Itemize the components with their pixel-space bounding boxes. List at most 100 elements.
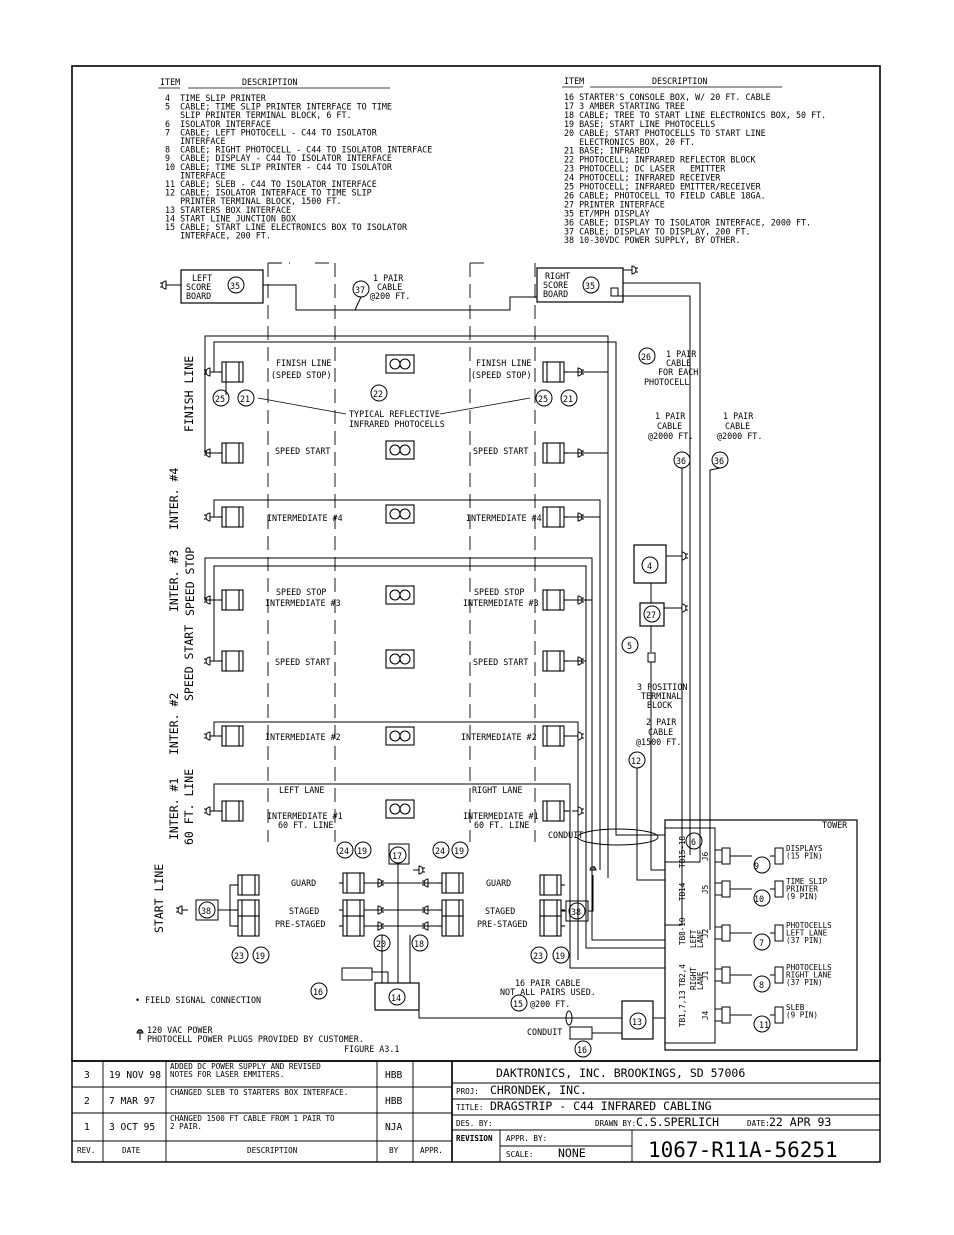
svg-text:INTERMEDIATE #1: INTERMEDIATE #1 — [463, 811, 539, 821]
svg-text:36: 36 — [714, 456, 724, 466]
svg-text:@1500 FT.: @1500 FT. — [636, 737, 681, 747]
svg-text:13: 13 — [632, 1017, 642, 1027]
svg-text:22: 22 — [373, 389, 383, 399]
svg-text:FINISH LINE: FINISH LINE — [182, 356, 196, 432]
item-line: 13 STARTERS BOX INTERFACE — [165, 205, 291, 215]
printer-stack: 4 27 5 — [621, 544, 689, 663]
svg-text:APPR. BY:: APPR. BY: — [506, 1134, 547, 1143]
item-line: 22 PHOTOCELL; INFRARED REFLECTOR BLOCK — [564, 155, 757, 165]
item-line: 7 CABLE; LEFT PHOTOCELL - C44 TO ISOLATO… — [165, 127, 378, 137]
svg-text:STAGED: STAGED — [485, 906, 515, 916]
svg-text:1 PAIR: 1 PAIR — [666, 349, 697, 359]
item-line: 20 CABLE; START PHOTOCELLS TO START LINE — [564, 128, 766, 138]
item-line: 11 CABLE; SLEB - C44 TO ISOLATOR INTERFA… — [165, 179, 377, 189]
svg-text:NJA: NJA — [385, 1122, 403, 1133]
svg-text:25: 25 — [538, 394, 548, 404]
item-line: 18 CABLE; TREE TO START LINE ELECTRONICS… — [564, 110, 826, 120]
svg-text:23: 23 — [533, 951, 543, 961]
svg-text:INTER. #2: INTER. #2 — [167, 693, 181, 755]
callouts: 1 PAIR CABLE @200 FT. 37 26 1 PAIR CABLE… — [135, 273, 848, 1054]
item-line: 12 CABLE; ISOLATOR INTERFACE TO TIME SLI… — [165, 188, 372, 198]
item-header: ITEM — [564, 76, 584, 86]
svg-text:21: 21 — [563, 394, 573, 404]
svg-text:60 FT. LINE: 60 FT. LINE — [474, 820, 529, 830]
item-line: SLIP PRINTER TERMINAL BLOCK, 6 FT. — [165, 110, 352, 120]
starters-box-13: 13 — [569, 1000, 654, 1040]
svg-text:TB8-10: TB8-10 — [678, 917, 687, 945]
svg-text:SPEED STOP: SPEED STOP — [276, 587, 326, 597]
svg-text:NONE: NONE — [558, 1146, 586, 1160]
svg-text:LEFT: LEFT — [689, 929, 698, 948]
item-line: 5 CABLE; TIME SLIP PRINTER INTERFACE TO … — [165, 102, 392, 112]
svg-text:LEFT LANE: LEFT LANE — [279, 785, 324, 795]
svg-text:SCORE: SCORE — [543, 280, 568, 290]
svg-text:2 PAIR: 2 PAIR — [646, 717, 677, 727]
item-line: 23 PHOTOCELL; DC LASER EMITTER — [564, 164, 726, 174]
svg-text:9: 9 — [754, 861, 759, 871]
svg-text:37: 37 — [355, 285, 365, 295]
svg-text:J1: J1 — [701, 970, 710, 980]
svg-text:DES. BY:: DES. BY: — [456, 1119, 493, 1128]
track-lanes — [267, 262, 536, 842]
svg-text:PROJ:: PROJ: — [456, 1087, 479, 1096]
svg-text:CABLE: CABLE — [648, 727, 673, 737]
svg-text:BY: BY — [389, 1146, 399, 1155]
svg-text:LEFT LANE: LEFT LANE — [786, 929, 828, 938]
svg-text:(SPEED STOP): (SPEED STOP) — [271, 370, 332, 380]
svg-text:PHOTOCELL: PHOTOCELL — [644, 377, 689, 387]
junction-box-14: 14 — [341, 967, 420, 1011]
desc-header: DESCRIPTION — [242, 77, 297, 87]
svg-text:INTERMEDIATE #2: INTERMEDIATE #2 — [265, 732, 341, 742]
svg-text:7: 7 — [759, 938, 764, 948]
svg-text:SPEED START: SPEED START — [473, 657, 528, 667]
svg-text:INTERMEDIATE #1: INTERMEDIATE #1 — [267, 811, 343, 821]
svg-text:LANE: LANE — [696, 971, 705, 990]
svg-text:19: 19 — [255, 951, 265, 961]
svg-text:INTERMEDIATE #2: INTERMEDIATE #2 — [461, 732, 537, 742]
svg-text:CABLE: CABLE — [725, 421, 750, 431]
svg-text:START LINE: START LINE — [152, 864, 166, 933]
svg-text:INTERMEDIATE #4: INTERMEDIATE #4 — [466, 513, 542, 523]
item-line: INTERFACE — [165, 136, 226, 146]
svg-text:5: 5 — [627, 641, 632, 651]
item-line: 6 ISOLATOR INTERFACE — [165, 119, 271, 129]
svg-text:SPEED START: SPEED START — [275, 446, 330, 456]
svg-text:2: 2 — [84, 1096, 90, 1107]
svg-text:J2: J2 — [701, 929, 710, 938]
svg-text:BLOCK: BLOCK — [647, 700, 673, 710]
svg-text:@200 FT.: @200 FT. — [370, 291, 410, 301]
svg-text:• FIELD SIGNAL CONNECTION: • FIELD SIGNAL CONNECTION — [135, 995, 261, 1005]
svg-text:INTERMEDIATE #4: INTERMEDIATE #4 — [267, 513, 343, 523]
svg-text:INTER. #4: INTER. #4 — [167, 468, 181, 530]
svg-text:TB15-18: TB15-18 — [678, 836, 687, 868]
svg-text:RIGHT: RIGHT — [545, 271, 570, 281]
svg-text:INFRARED PHOTOCELLS: INFRARED PHOTOCELLS — [349, 419, 445, 429]
svg-text:FOR EACH: FOR EACH — [658, 367, 698, 377]
item-header: ITEM — [160, 77, 180, 87]
svg-text:3: 3 — [84, 1070, 90, 1081]
svg-text:(37 PIN): (37 PIN) — [786, 978, 823, 987]
svg-text:17: 17 — [392, 851, 402, 861]
svg-text:15: 15 — [513, 999, 523, 1009]
left-score-board: LEFT SCORE BOARD 35 — [159, 269, 264, 304]
svg-text:PHOTOCELL POWER PLUGS PROVIDED: PHOTOCELL POWER PLUGS PROVIDED BY CUSTOM… — [147, 1034, 364, 1044]
svg-text:35: 35 — [585, 281, 595, 291]
svg-text:J5: J5 — [701, 885, 710, 894]
svg-text:FINISH LINE: FINISH LINE — [276, 358, 331, 368]
svg-text:1 PAIR: 1 PAIR — [655, 411, 686, 421]
svg-text:LEFT: LEFT — [192, 273, 212, 283]
svg-text:PRE-STAGED: PRE-STAGED — [477, 919, 527, 929]
item-line: 15 CABLE; START LINE ELECTRONICS BOX TO … — [165, 222, 408, 232]
svg-text:120 VAC POWER: 120 VAC POWER — [147, 1025, 214, 1035]
svg-text:PRINTER: PRINTER — [786, 885, 818, 894]
svg-text:24: 24 — [339, 846, 349, 856]
title-block: DAKTRONICS, INC. BROOKINGS, SD 57006 PRO… — [451, 1060, 881, 1163]
svg-text:FIGURE A3.1: FIGURE A3.1 — [344, 1044, 399, 1054]
